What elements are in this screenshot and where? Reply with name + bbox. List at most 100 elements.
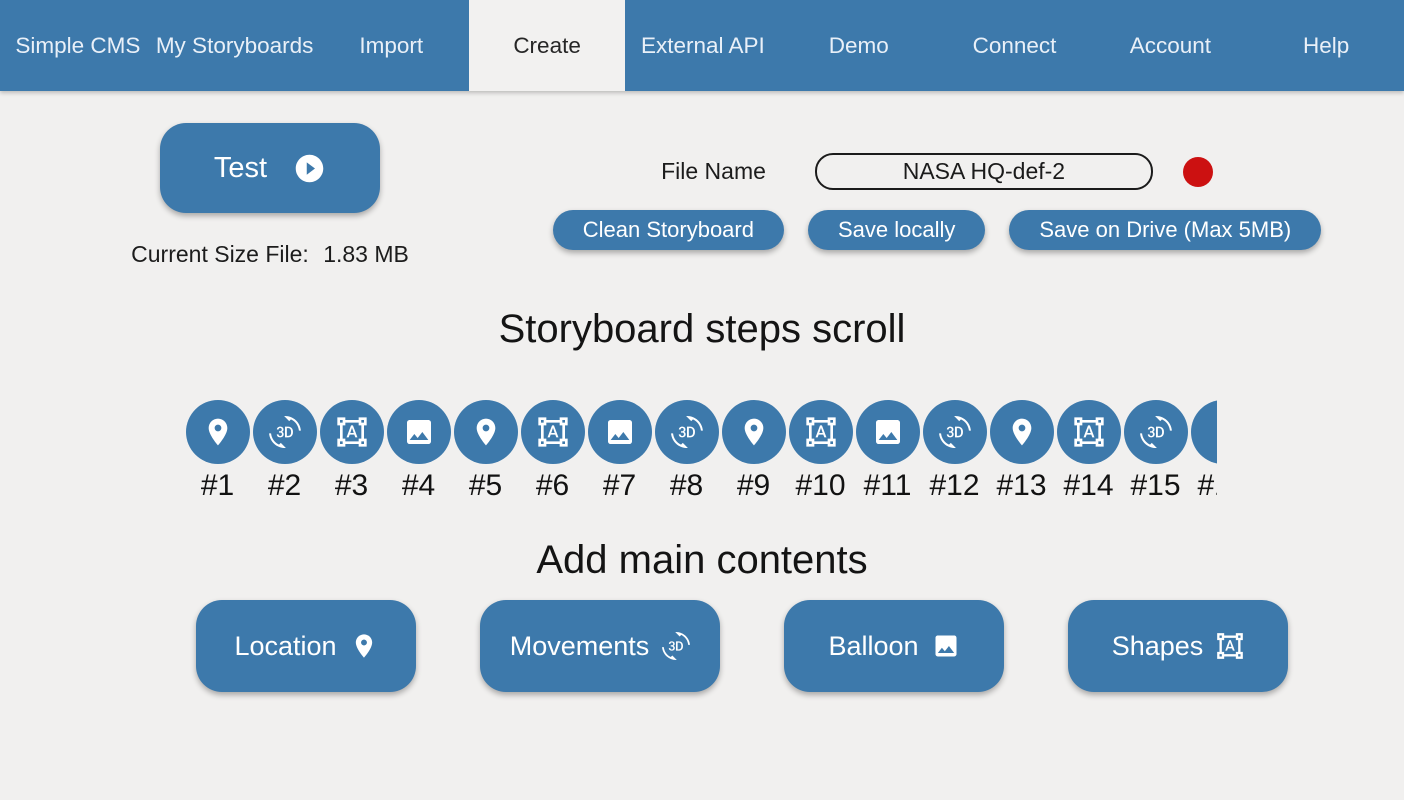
format-shapes-icon xyxy=(537,416,569,448)
save-locally-button[interactable]: Save locally xyxy=(807,210,986,250)
balloon-button-label: Balloon xyxy=(828,630,919,661)
movements-button[interactable]: Movements xyxy=(480,600,720,692)
3d-rotation-icon xyxy=(1139,416,1172,448)
step-12-button[interactable] xyxy=(922,400,987,464)
current-size-value: 1.83 MB xyxy=(323,241,409,267)
step-14-label: #14 xyxy=(1063,469,1114,502)
nav-item-help[interactable]: Help xyxy=(1303,32,1350,58)
storyboard-step-14: #14 xyxy=(1055,400,1122,503)
nav-item-import[interactable]: Import xyxy=(359,32,424,58)
image-icon xyxy=(604,416,636,448)
step-2-label: #2 xyxy=(267,469,302,502)
step-2-button[interactable] xyxy=(252,400,317,464)
step-4-button[interactable] xyxy=(386,400,451,464)
step-10-button[interactable] xyxy=(788,400,853,464)
3d-rotation-icon xyxy=(670,416,703,448)
file-name-row: File Name xyxy=(540,153,1334,190)
step-10-label: #10 xyxy=(795,469,846,502)
step-11-label: #11 xyxy=(863,469,912,502)
nav-item-my-storyboards[interactable]: My Storyboards xyxy=(155,32,314,58)
step-12-label: #12 xyxy=(929,469,980,502)
step-6-button[interactable] xyxy=(520,400,585,464)
top-section: Test Current Size File: 1.83 MB File Nam… xyxy=(0,123,1404,268)
step-3-button[interactable] xyxy=(319,400,384,464)
step-14-button[interactable] xyxy=(1056,400,1121,464)
storyboard-step-5: #5 xyxy=(452,400,519,503)
storyboard-step-16: #16 xyxy=(1189,400,1217,503)
storyboard-actions-row: Clean Storyboard Save locally Save on Dr… xyxy=(540,210,1334,250)
location-button[interactable]: Location xyxy=(196,600,416,692)
file-name-label: File Name xyxy=(661,158,766,184)
image-icon xyxy=(403,416,435,448)
file-column: File Name Clean Storyboard Save locally … xyxy=(540,123,1404,268)
image-icon xyxy=(932,632,960,660)
step-7-label: #7 xyxy=(602,469,637,502)
3d-rotation-icon xyxy=(268,416,301,448)
recording-dot-indicator xyxy=(1182,156,1213,187)
clean-storyboard-button[interactable]: Clean Storyboard xyxy=(552,210,784,250)
file-name-input[interactable] xyxy=(814,153,1153,190)
step-16-button[interactable] xyxy=(1190,400,1217,464)
storyboard-step-12: #12 xyxy=(921,400,988,503)
storyboard-step-1: #1 xyxy=(184,400,251,503)
step-9-label: #9 xyxy=(736,469,771,502)
format-shapes-icon xyxy=(1073,416,1105,448)
shapes-button-label: Shapes xyxy=(1111,630,1204,661)
step-9-button[interactable] xyxy=(721,400,786,464)
step-15-label: #15 xyxy=(1130,469,1181,502)
save-on-drive-button[interactable]: Save on Drive (Max 5MB) xyxy=(1009,210,1322,250)
3d-rotation-icon xyxy=(662,632,691,660)
step-13-label: #13 xyxy=(996,469,1047,502)
step-6-label: #6 xyxy=(535,469,570,502)
top-nav: Simple CMS My Storyboards Import Create … xyxy=(0,0,1404,91)
format-shapes-icon xyxy=(336,416,368,448)
step-15-button[interactable] xyxy=(1123,400,1188,464)
location-pin-icon xyxy=(350,632,378,660)
storyboard-step-3: #3 xyxy=(318,400,385,503)
storyboard-step-9: #9 xyxy=(720,400,787,503)
storyboard-step-11: #11 xyxy=(854,400,921,503)
step-4-label: #4 xyxy=(401,469,436,502)
add-main-contents-heading: Add main contents xyxy=(536,538,868,582)
location-pin-icon xyxy=(738,416,770,448)
step-11-button[interactable] xyxy=(855,400,920,464)
nav-item-simple-cms[interactable]: Simple CMS xyxy=(15,32,141,58)
image-icon xyxy=(872,416,904,448)
play-circle-icon xyxy=(293,152,326,185)
balloon-button[interactable]: Balloon xyxy=(784,600,1004,692)
step-5-button[interactable] xyxy=(453,400,518,464)
location-pin-icon xyxy=(1006,416,1038,448)
nav-item-connect[interactable]: Connect xyxy=(972,32,1057,58)
step-5-label: #5 xyxy=(468,469,503,502)
nav-item-account[interactable]: Account xyxy=(1129,32,1211,58)
storyboard-step-15: #15 xyxy=(1122,400,1189,503)
current-size-text: Current Size File: 1.83 MB xyxy=(131,241,409,268)
step-3-label: #3 xyxy=(334,469,369,502)
step-8-button[interactable] xyxy=(654,400,719,464)
storyboard-step-13: #13 xyxy=(988,400,1055,503)
storyboard-step-7: #7 xyxy=(586,400,653,503)
storyboard-steps-scroll[interactable]: #1 #2 #3 #4 #5 #6 #7 #8 #9 #10 #11 xyxy=(184,400,1217,503)
step-13-button[interactable] xyxy=(989,400,1054,464)
storyboard-step-6: #6 xyxy=(519,400,586,503)
3d-rotation-icon xyxy=(938,416,971,448)
location-button-label: Location xyxy=(234,630,337,661)
current-size-label: Current Size File: xyxy=(131,241,309,267)
shapes-button[interactable]: Shapes xyxy=(1068,600,1288,692)
step-16-label: #16 xyxy=(1197,469,1217,502)
storyboard-step-10: #10 xyxy=(787,400,854,503)
step-8-label: #8 xyxy=(669,469,704,502)
format-shapes-icon xyxy=(805,416,837,448)
storyboard-step-8: #8 xyxy=(653,400,720,503)
nav-item-create[interactable]: Create xyxy=(469,0,625,91)
main-contents-row: Location Movements Balloon Shapes xyxy=(0,600,1404,692)
step-1-label: #1 xyxy=(200,469,235,502)
nav-item-demo[interactable]: Demo xyxy=(828,32,889,58)
storyboard-steps-heading: Storyboard steps scroll xyxy=(498,307,906,351)
test-button[interactable]: Test xyxy=(160,123,380,213)
movements-button-label: Movements xyxy=(509,630,650,661)
step-1-button[interactable] xyxy=(185,400,250,464)
step-7-button[interactable] xyxy=(587,400,652,464)
nav-item-external-api[interactable]: External API xyxy=(640,32,765,58)
location-pin-icon xyxy=(202,416,234,448)
